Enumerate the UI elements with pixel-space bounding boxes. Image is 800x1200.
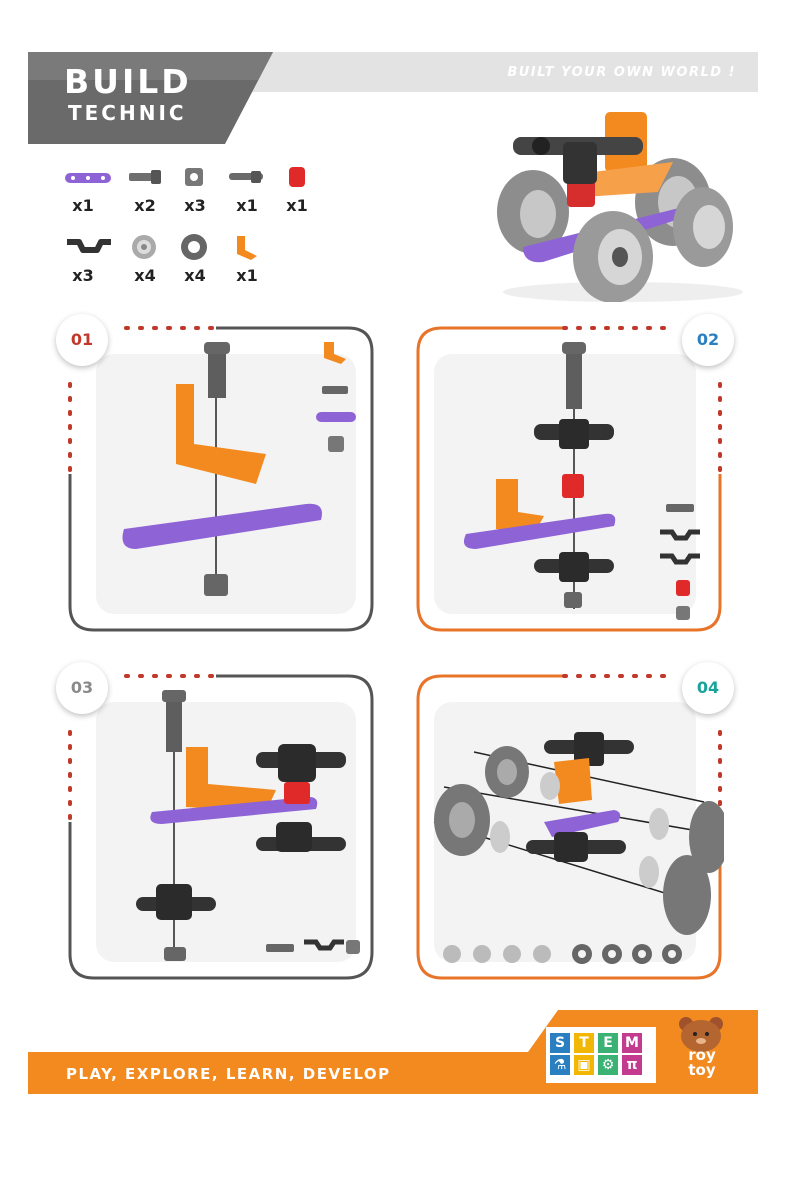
part-quantity: x2 — [134, 196, 156, 215]
red-spacer-icon — [289, 167, 305, 187]
part-item: x3 — [170, 162, 220, 222]
pi-icon: π — [622, 1055, 642, 1075]
footer-slogan: PLAY, EXPLORE, LEARN, DEVELOP — [66, 1065, 391, 1083]
stem-letter-m: M — [622, 1033, 642, 1053]
step-badge: 02 — [682, 314, 734, 366]
part-quantity: x3 — [72, 266, 94, 285]
step-badge: 01 — [56, 314, 108, 366]
flask-icon: ⚗ — [550, 1055, 570, 1075]
gear-icon: ⚙ — [598, 1055, 618, 1075]
assembled-toy-image — [497, 112, 743, 302]
step-panel-02: 02 — [414, 314, 734, 634]
part-item: x4 — [170, 232, 220, 292]
tagline: BUILT YOUR OWN WORLD ! — [507, 65, 736, 80]
instruction-sheet: BUILT YOUR OWN WORLD ! BUILD TECHNIC — [28, 52, 758, 1094]
part-quantity: x1 — [236, 196, 258, 215]
step-panel-04: 04 — [414, 662, 734, 982]
stem-badge: S T E M ⚗ ▣ ⚙ π — [546, 1027, 656, 1083]
logo-background — [28, 52, 273, 144]
brand-name: roy toy — [688, 1046, 716, 1079]
parts-list: x1 x2 x3 x1 x1 x3 x4 x4 — [58, 162, 328, 292]
axle-pin-icon — [229, 171, 263, 183]
part-item: x4 — [120, 232, 170, 292]
crank-connector-icon — [67, 239, 111, 253]
part-quantity: x4 — [134, 266, 156, 285]
part-item: x2 — [120, 162, 170, 222]
step-number: 03 — [70, 678, 94, 697]
step-badge: 03 — [56, 662, 108, 714]
part-quantity: x1 — [286, 196, 308, 215]
stem-letter-t: T — [574, 1033, 594, 1053]
tyre-icon — [181, 234, 207, 260]
part-item: x3 — [58, 232, 111, 292]
brand-logo: roy toy — [676, 1014, 726, 1090]
pulley-row — [443, 944, 682, 964]
logo-title: BUILD — [64, 62, 192, 101]
part-item: x1 — [272, 162, 322, 222]
grey-pulley-icon — [132, 235, 156, 259]
purple-beam-icon — [65, 173, 111, 183]
chip-icon: ▣ — [574, 1055, 594, 1075]
stem-letter-e: E — [598, 1033, 618, 1053]
part-item: x1 — [58, 162, 111, 222]
step-number: 04 — [696, 678, 720, 697]
part-quantity: x1 — [72, 196, 94, 215]
part-item: x1 — [222, 232, 272, 292]
step-badge: 04 — [682, 662, 734, 714]
logo-subtitle: TECHNIC — [68, 101, 187, 125]
step-number: 02 — [696, 330, 720, 349]
step-panel-01: 01 — [56, 314, 376, 634]
step-panel-03: 03 — [56, 662, 376, 982]
part-quantity: x3 — [184, 196, 206, 215]
bear-logo-icon — [679, 1017, 723, 1052]
square-nut-icon — [185, 168, 203, 186]
part-quantity: x4 — [184, 266, 206, 285]
step-number: 01 — [70, 330, 94, 349]
orange-bracket-icon — [237, 236, 257, 260]
part-quantity: x1 — [236, 266, 258, 285]
stem-letter-s: S — [550, 1033, 570, 1053]
long-bolt-icon — [129, 170, 161, 184]
part-item: x1 — [222, 162, 272, 222]
